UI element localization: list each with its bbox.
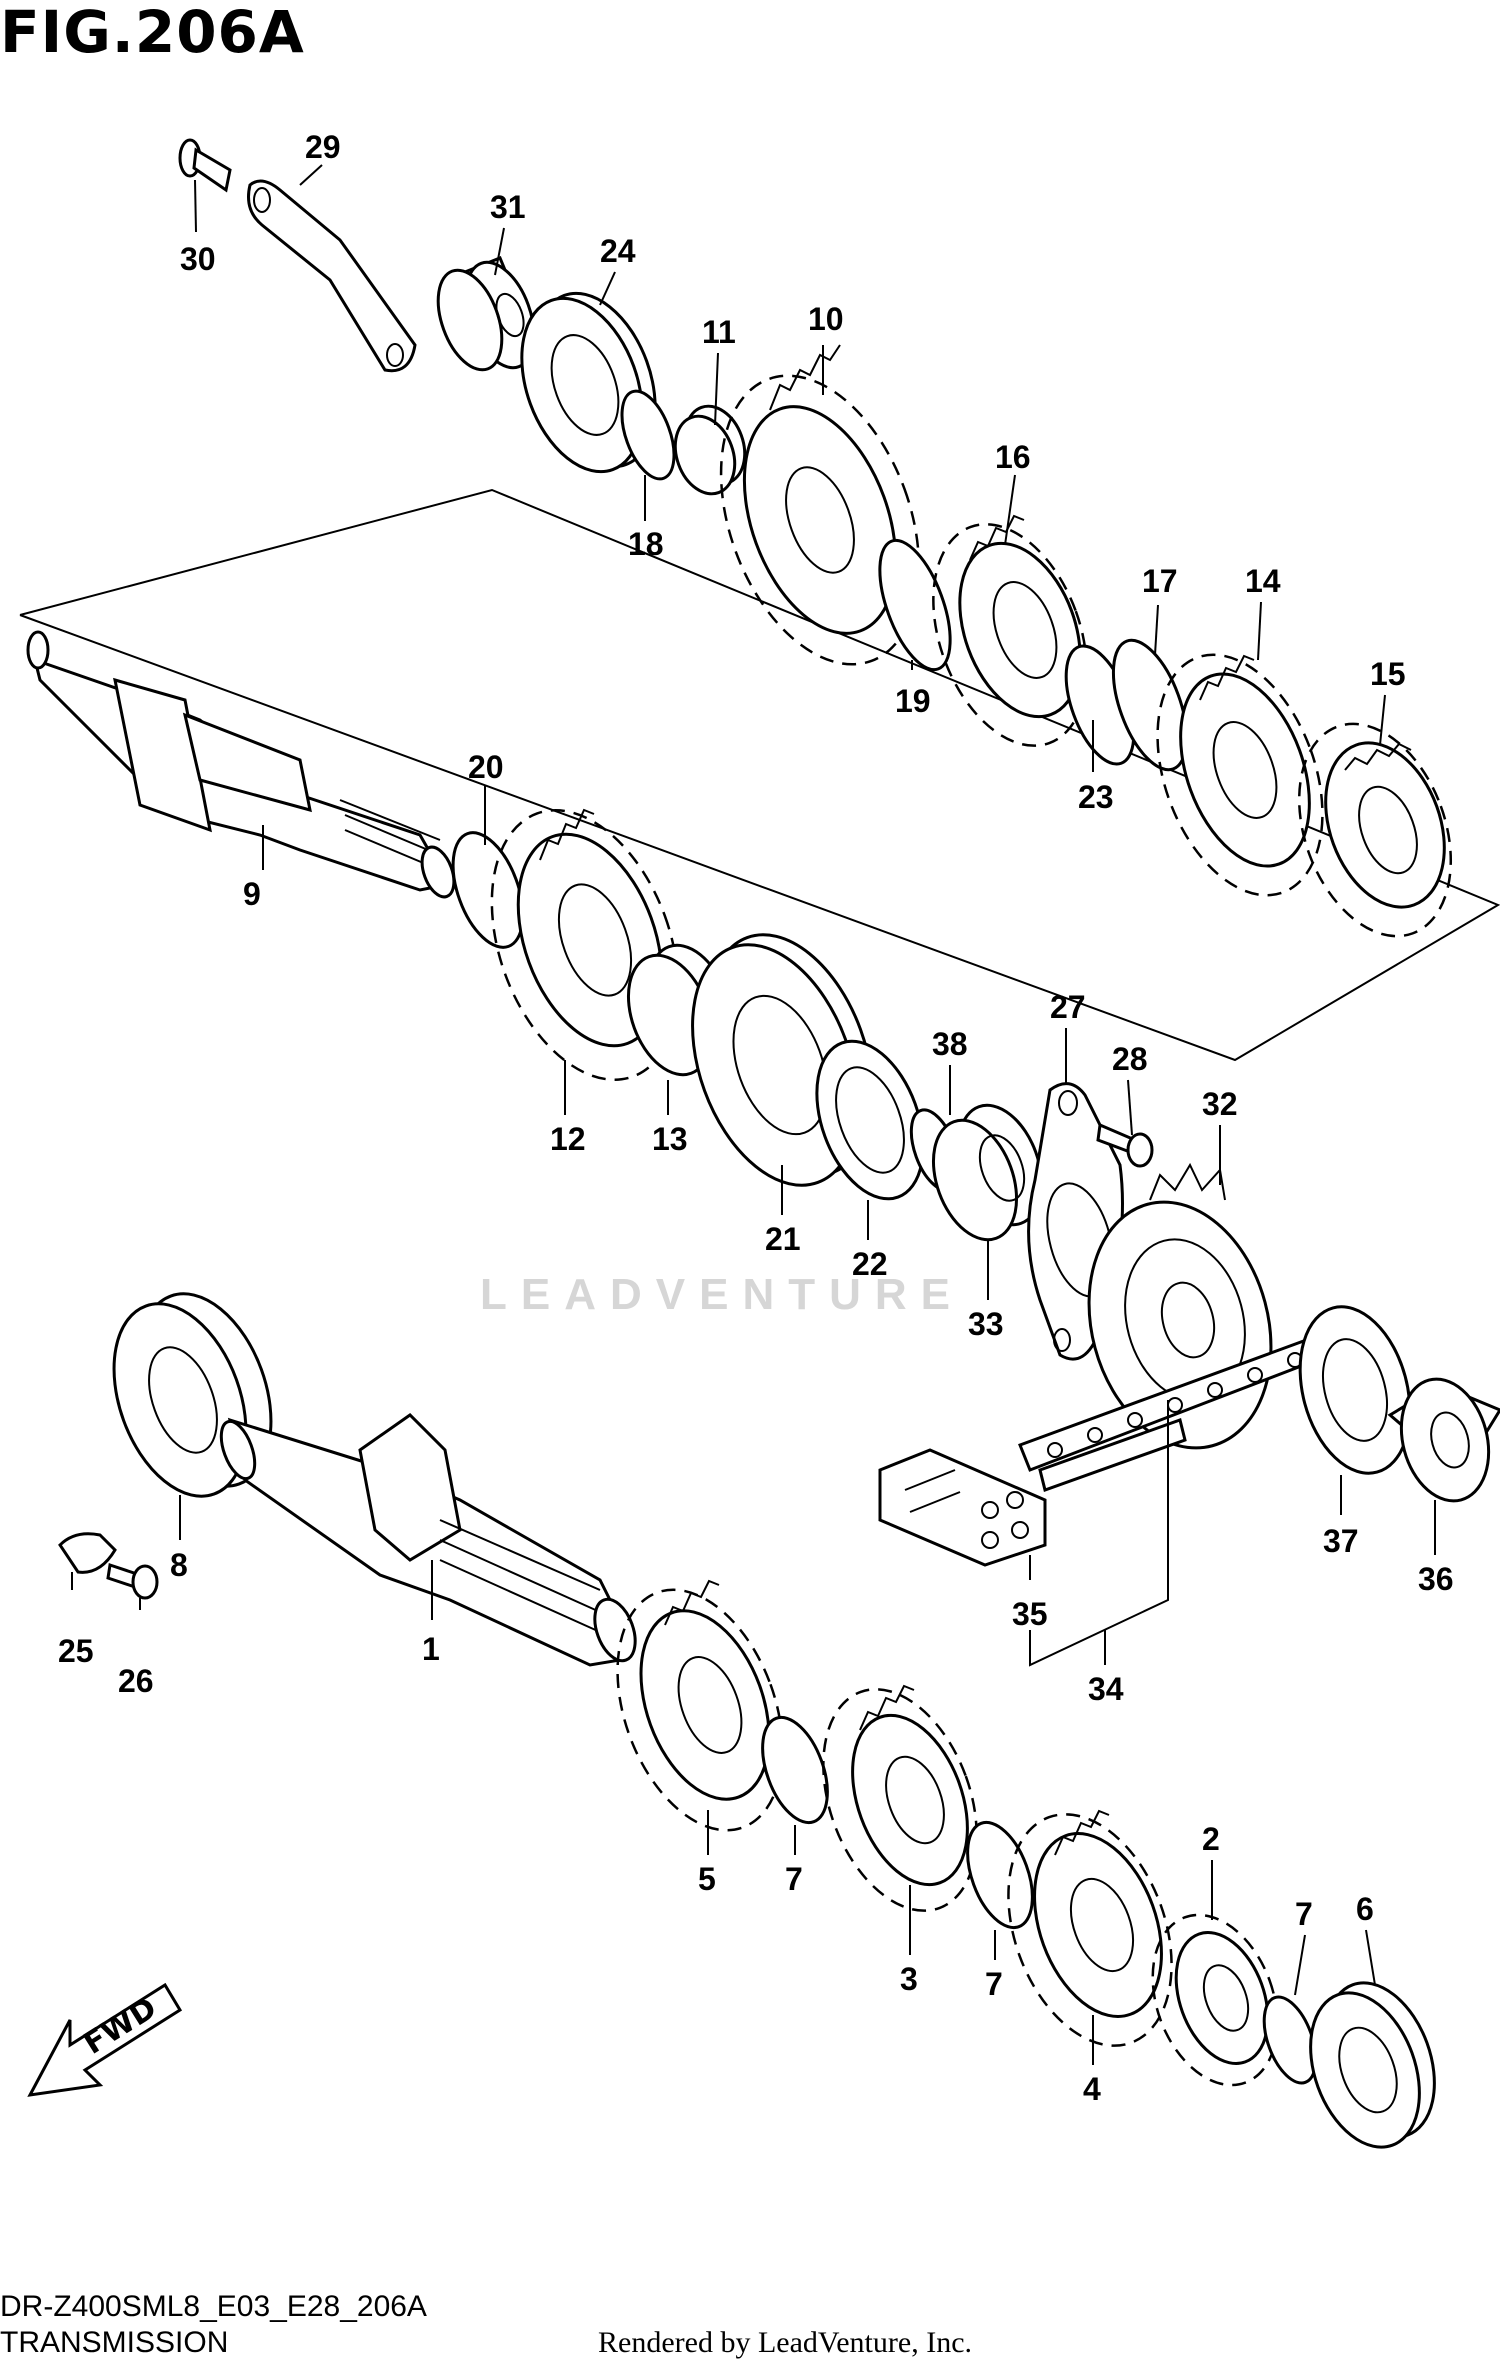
part-23-oil-seal: [815, 1039, 925, 1201]
callout-37: 36: [1418, 1561, 1454, 1597]
callout-15: 14: [1245, 563, 1281, 599]
part-11-gear: [719, 344, 921, 666]
part-30-lever: [247, 179, 417, 373]
callout-4: 4: [1083, 2071, 1101, 2107]
callout-6: 6: [1356, 1891, 1374, 1927]
part-3-gear: [822, 1684, 978, 1912]
callout-10: 9: [243, 876, 261, 912]
callout-22: 21: [765, 1221, 801, 1257]
callout-2: 2: [1202, 1821, 1220, 1857]
leader-lines: [71, 164, 1436, 2065]
part-32-bush: [436, 256, 536, 372]
part-16-gear: [1297, 722, 1453, 938]
fwd-label: FWD: [78, 1991, 163, 2062]
callout-11: 10: [808, 301, 844, 337]
callout-36: 35: [1012, 1596, 1048, 1632]
callout-33: 32: [1202, 1086, 1238, 1122]
part-37-nut: [1387, 1377, 1500, 1503]
part-36-chain-joint: [878, 1448, 1047, 1567]
callout-35: 34: [1088, 1671, 1124, 1707]
part-10-countershaft: [26, 630, 456, 899]
callout-21: 20: [468, 749, 504, 785]
part-31-screw: [178, 138, 232, 193]
part-7-circlip: [761, 1715, 829, 1825]
part-26-clamp: [58, 1532, 117, 1574]
callout-31: 30: [180, 241, 216, 277]
diagram-caption: TRANSMISSION: [0, 2326, 229, 2359]
part-21-washer: [451, 831, 525, 949]
part-1-main-shaft: [219, 1413, 637, 1667]
callout-24: 23: [1078, 779, 1114, 815]
callout-1: 1: [422, 1631, 440, 1667]
callout-7-upper: 7: [785, 1861, 803, 1897]
callout-5: 5: [698, 1861, 716, 1897]
part-19-washer: [620, 389, 676, 481]
part-2-gear: [1151, 1913, 1279, 2087]
callout-29: 28: [1112, 1041, 1148, 1077]
model-code: DR-Z400SML8_E03_E28_206A: [0, 2290, 427, 2323]
callout-3: 3: [900, 1961, 918, 1997]
callout-9: 8: [170, 1547, 188, 1583]
callout-34: 33: [968, 1306, 1004, 1342]
part-6-bearing: [1309, 1981, 1436, 2149]
callout-12: 11: [702, 314, 736, 350]
callout-19: 18: [628, 526, 664, 562]
callout-30: 29: [305, 129, 341, 165]
callout-16: 15: [1370, 656, 1406, 692]
callout-32: 31: [490, 189, 526, 225]
callout-28: 27: [1050, 989, 1086, 1025]
part-4-gear: [1007, 1809, 1173, 2047]
watermark: LEADVENTURE: [480, 1270, 965, 1319]
callout-26: 25: [58, 1633, 94, 1669]
callout-20: 19: [895, 683, 931, 719]
callout-18: 17: [1142, 563, 1178, 599]
part-13-gear: [490, 808, 680, 1081]
callout-13: 12: [550, 1121, 586, 1157]
part-27-screw: [106, 1563, 159, 1600]
part-20-washer: [878, 538, 952, 672]
callout-7-lower: 7: [985, 1966, 1003, 2002]
callout-8: 7: [1295, 1896, 1313, 1932]
part-5-gear: [616, 1579, 784, 1832]
part-38-lock-washer: [1298, 1305, 1412, 1475]
callout-labels: 29 30 31 24 11 18 10 19 16 17 14 23 15 2…: [58, 129, 1454, 2107]
callout-38: 37: [1323, 1523, 1359, 1559]
callout-23: 22: [852, 1246, 888, 1282]
part-18-washer: [1111, 638, 1189, 772]
callout-39: 38: [932, 1026, 968, 1062]
part-29-bolt: [1096, 1122, 1154, 1168]
callout-14: 13: [652, 1121, 688, 1157]
countershaft-group-outline: [19, 488, 1500, 1062]
callout-27: 26: [118, 1663, 154, 1699]
part-17-gear: [932, 514, 1088, 747]
render-credit: Rendered by LeadVenture, Inc.: [598, 2326, 973, 2359]
figure-title: FIG.206A: [0, 0, 305, 66]
callout-25: 24: [600, 233, 636, 269]
callout-17: 16: [995, 439, 1031, 475]
part-12-bushing: [673, 404, 747, 496]
part-34-spacer: [931, 1103, 1044, 1242]
fwd-arrow-icon: FWD: [27, 1982, 183, 2097]
